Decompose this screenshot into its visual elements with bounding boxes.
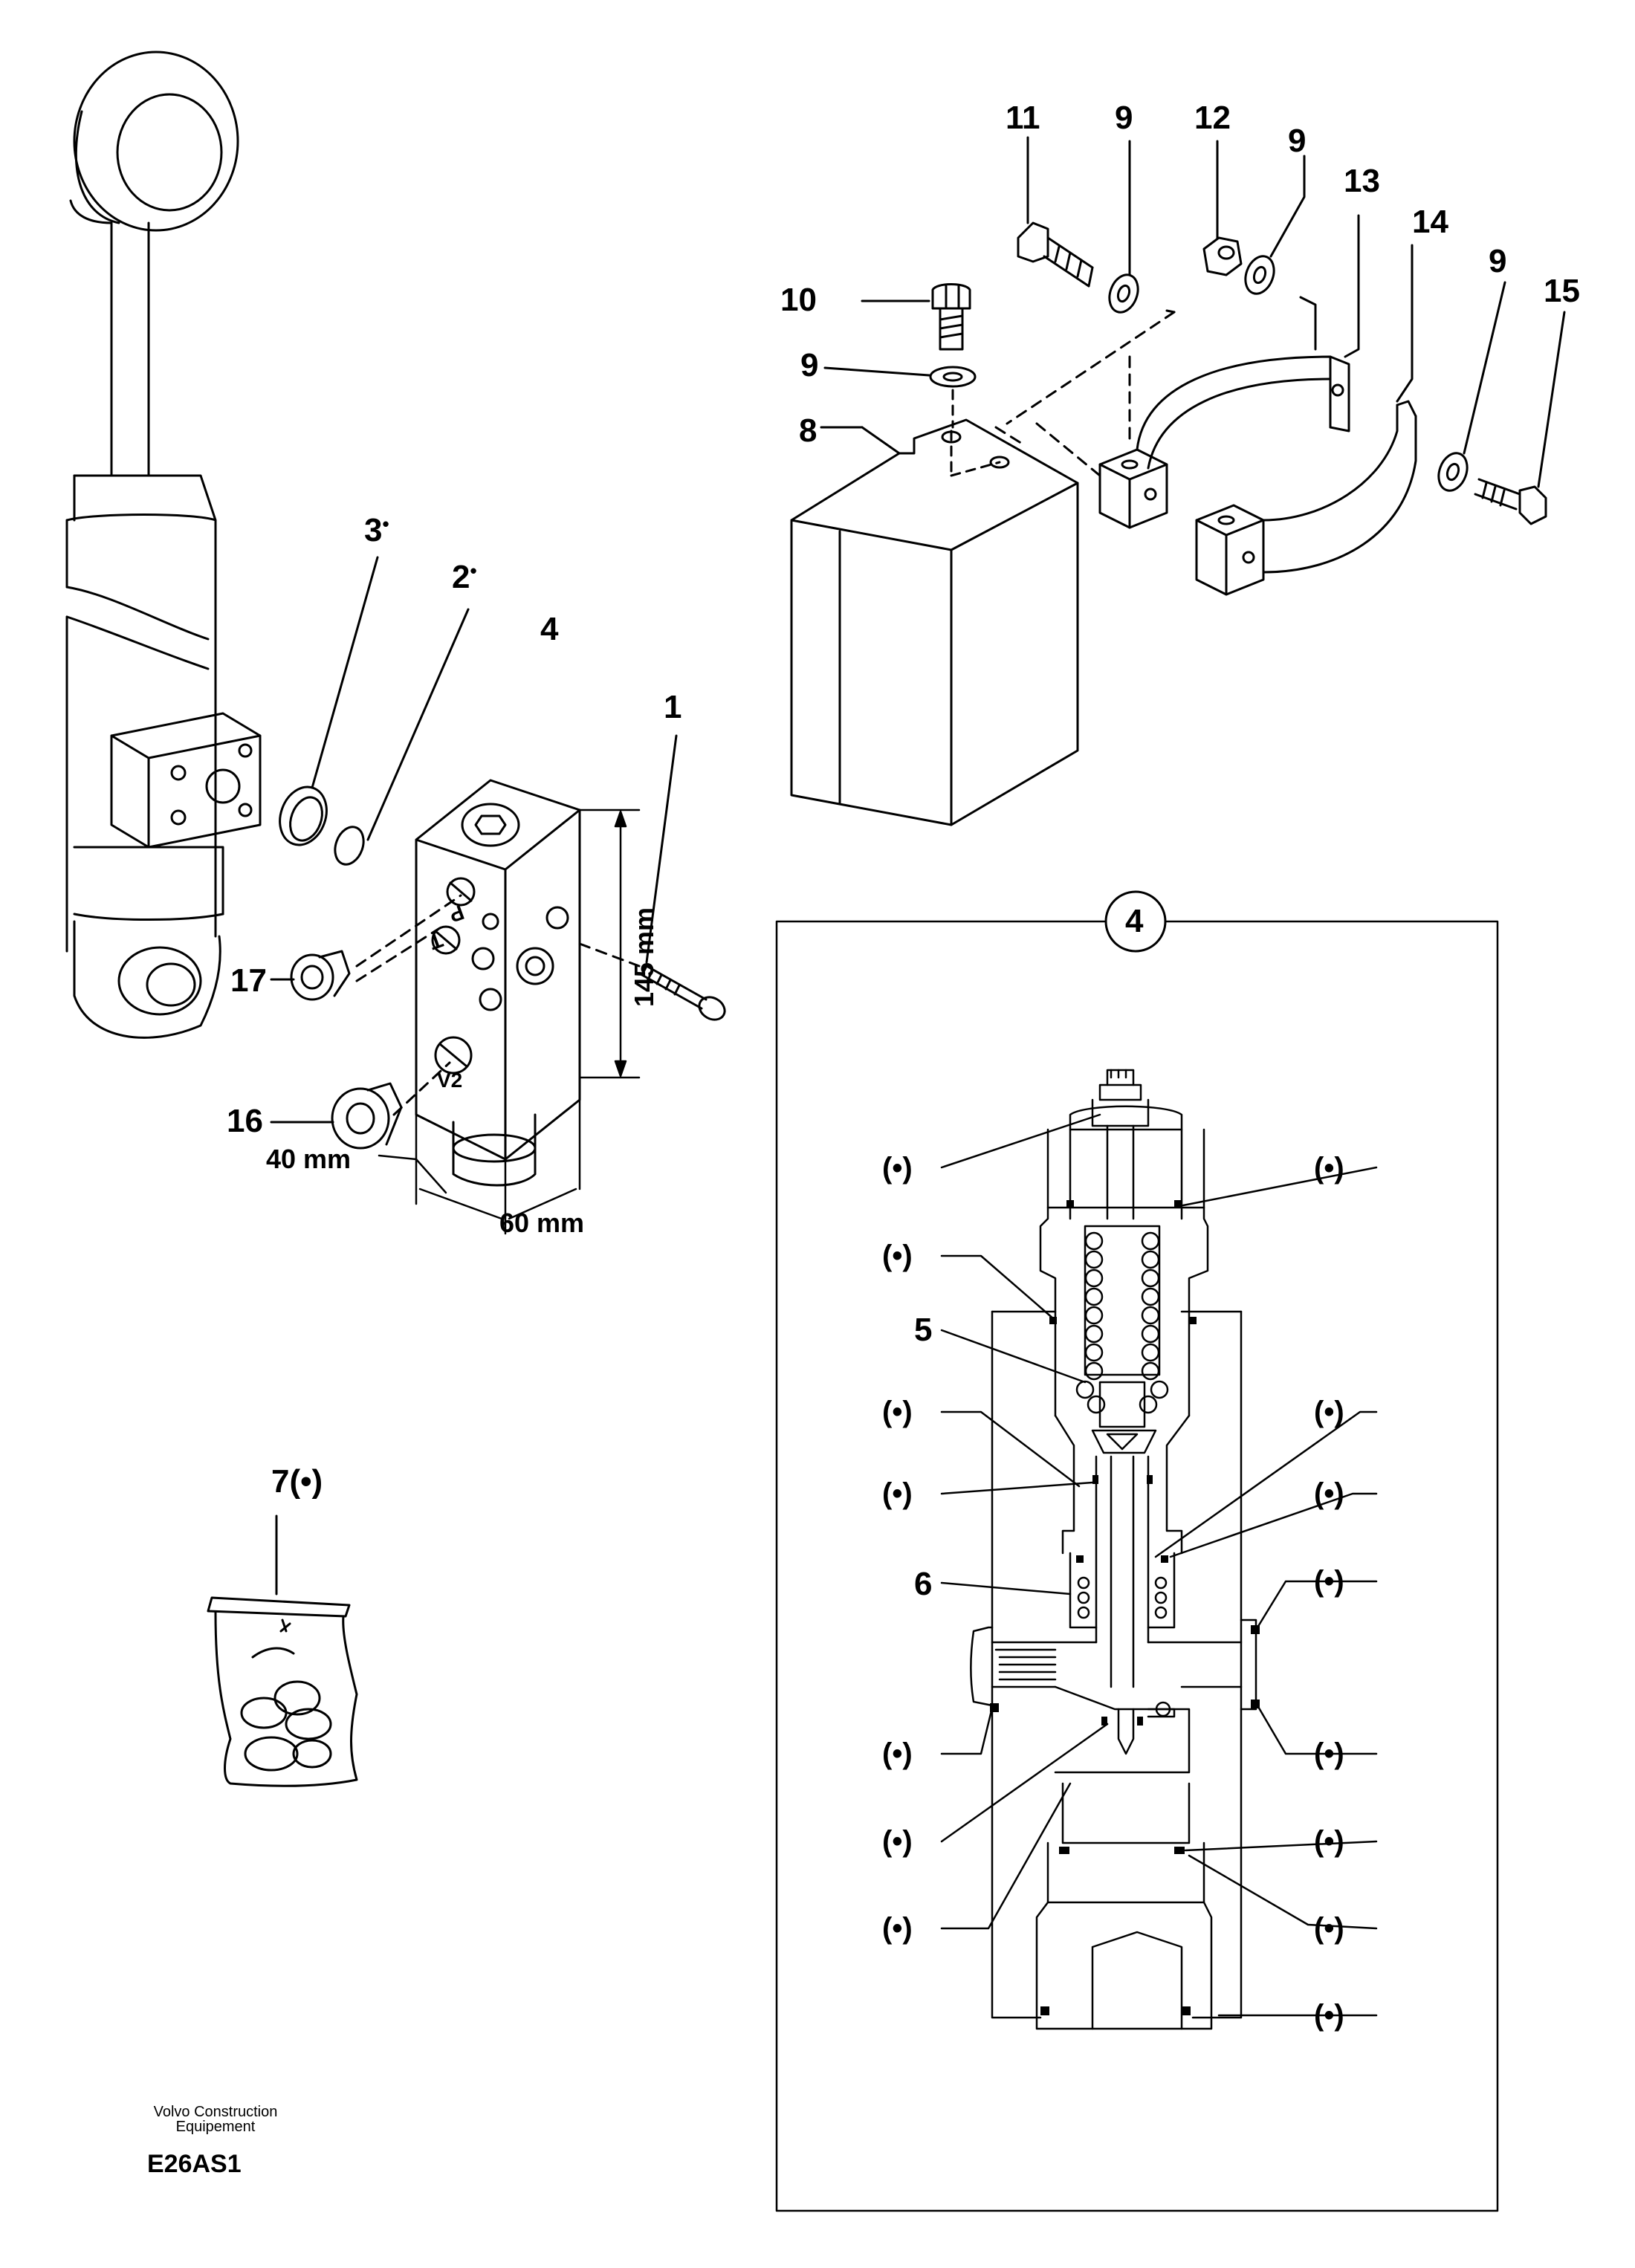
seal-mark: (•) [882, 1240, 913, 1272]
bolt-15 [1474, 311, 1566, 525]
seal-mark: (•) [882, 1737, 913, 1770]
callout-12: 12 [1194, 100, 1231, 136]
callout-6: 6 [914, 1566, 933, 1602]
dimension-60: 60 mm [499, 1208, 585, 1238]
dimension-lines [378, 809, 641, 1235]
callout-13: 13 [1344, 163, 1380, 199]
callout-2: 2• [452, 561, 477, 594]
callout-14: 14 [1412, 204, 1448, 240]
clamp-14 [1195, 244, 1417, 596]
nut-12 [1202, 140, 1243, 276]
callout-9-washer-d: 9 [1489, 243, 1507, 279]
callout-15: 15 [1544, 273, 1580, 309]
detail-circle [1104, 890, 1167, 953]
seal-kit-bag [207, 1514, 358, 1787]
callout-5: 5 [914, 1312, 933, 1348]
port-v2: V2 [437, 1069, 463, 1092]
valve-section [970, 1069, 1260, 2030]
callout-11: 11 [1006, 100, 1040, 136]
callout-3: 3• [364, 514, 389, 547]
callout-17: 17 [230, 962, 267, 999]
callout-2-number: 2 [452, 559, 470, 595]
callout-9-washer-c: 9 [1288, 123, 1307, 159]
seal-mark: (•) [1314, 1912, 1344, 1945]
drawing-code: E26AS1 [147, 2150, 242, 2178]
callout-7: 7(•) [271, 1465, 323, 1498]
bolt-11 [1017, 136, 1094, 288]
section-leaders [940, 1113, 1378, 2017]
washer-9-c [1244, 155, 1306, 295]
washer-9-a [823, 366, 977, 429]
washer-9-d [1437, 281, 1506, 492]
seal-mark: (•) [1314, 1999, 1344, 2032]
seal-mark: (•) [1314, 1396, 1344, 1428]
seal-mark: (•) [1314, 1737, 1344, 1770]
bolt-10 [861, 283, 971, 351]
seal-mark: (•) [1314, 1152, 1344, 1185]
washer-9-b [1108, 140, 1139, 314]
callout-3-number: 3 [364, 512, 383, 548]
plug-17 [270, 950, 351, 1001]
callout-9-washer-b: 9 [1115, 100, 1133, 136]
seal-mark: (•) [882, 1477, 913, 1510]
clamp-guide-lines [994, 311, 1176, 477]
dimension-145: 145 mm [629, 907, 660, 1008]
callout-10: 10 [780, 282, 817, 318]
o-rings [279, 556, 470, 866]
callout-1: 1 [664, 689, 682, 725]
plug-16 [270, 1082, 403, 1150]
seal-mark: (•) [882, 1396, 913, 1428]
hydraulic-cylinder [65, 51, 262, 1039]
detail-label: 4 [1125, 903, 1144, 939]
company-caption: Volvo Construction Equipement [153, 2104, 278, 2135]
clamp-13 [1098, 214, 1360, 529]
seal-mark: (•) [882, 1912, 913, 1945]
callout-4: 4 [540, 611, 559, 647]
seal-mark: (•) [1314, 1825, 1344, 1858]
callout-8: 8 [799, 412, 818, 449]
callout-7-number: 7 [271, 1463, 290, 1500]
spring [1075, 1231, 1169, 1414]
seal-mark: (•) [882, 1825, 913, 1858]
detail-frame [775, 920, 1499, 2212]
seal-mark: (•) [1314, 1477, 1344, 1510]
cover-8 [790, 418, 1079, 826]
seal-mark: (•) [882, 1152, 913, 1185]
callout-3-dot: • [382, 513, 389, 535]
callout-7-suffix: (•) [289, 1463, 323, 1500]
valve-block [355, 779, 641, 1187]
callout-9-washer-a: 9 [800, 347, 819, 383]
dimension-40: 40 mm [266, 1144, 352, 1174]
bolt-1 [641, 734, 726, 1021]
callout-2-dot: • [470, 560, 477, 582]
callout-16: 16 [227, 1103, 263, 1139]
seal-mark: (•) [1314, 1565, 1344, 1598]
